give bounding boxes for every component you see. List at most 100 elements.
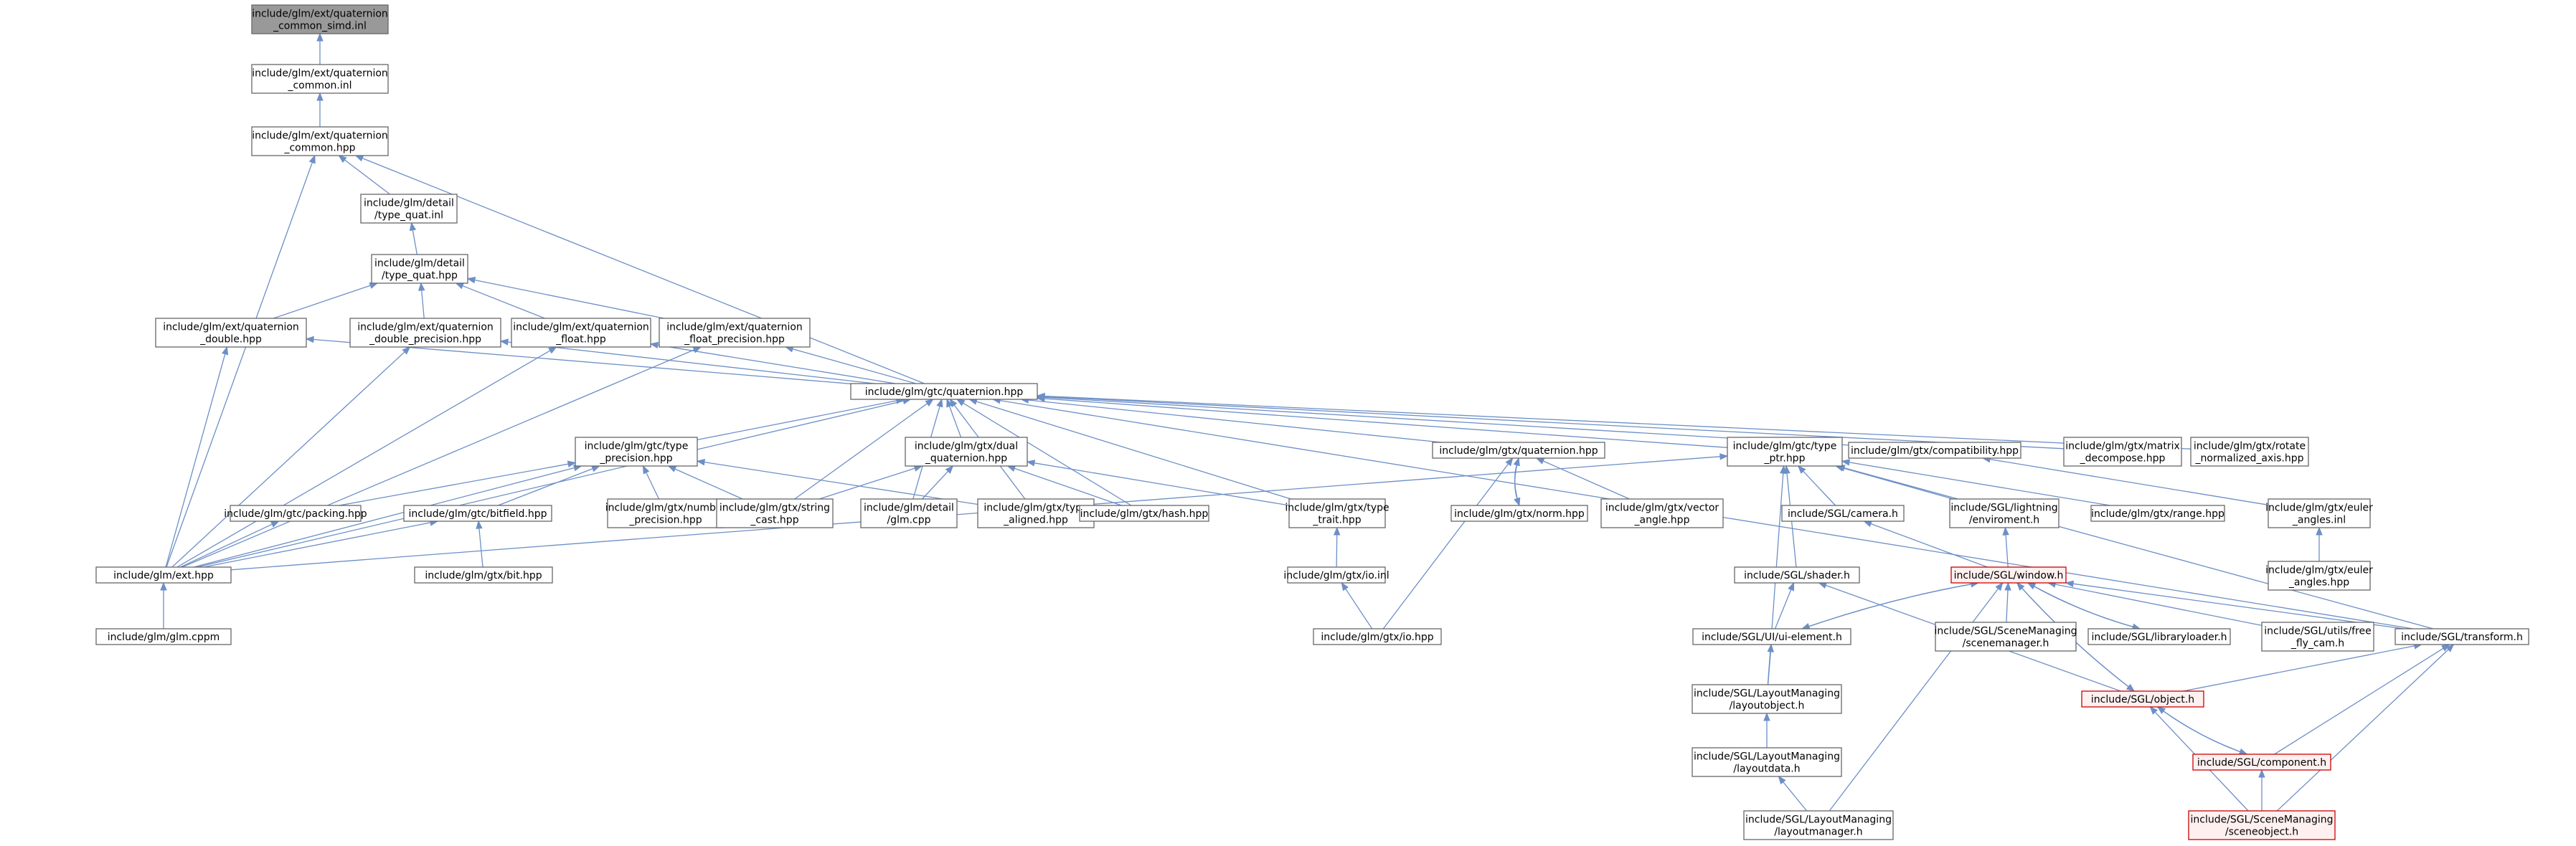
node-n45[interactable]: include/SGL/LayoutManaging/layoutobject.… [1692,684,1842,714]
node-n49[interactable]: include/SGL/LayoutManaging/layoutmanager… [1743,810,1894,840]
node-n29[interactable]: include/SGL/lightning/enviroment.h [1949,498,2060,528]
edge-n32-to-n18 [180,521,280,568]
edge-line [818,467,915,500]
node-label: include/SGL/component.h [2197,757,2326,769]
node-n17[interactable]: include/glm/gtx/rotate_normalized_axis.h… [2190,437,2309,467]
edge-n40-to-n36 [1801,581,1980,629]
node-n14[interactable]: include/glm/gtc/type_ptr.hpp [1727,437,1843,467]
node-n23[interactable]: include/glm/gtx/type_aligned.hpp [977,498,1095,528]
node-n12[interactable]: include/glm/gtx/dual_quaternion.hpp [905,437,1028,467]
node-n37[interactable]: include/glm/gtx/euler_angles.hpp [2265,561,2373,591]
node-box [607,498,725,528]
arrowhead-icon [936,398,943,408]
edge-n10-to-n7 [499,338,875,384]
arrowhead-icon [945,465,954,474]
node-n8[interactable]: include/glm/ext/quaternion_float.hpp [511,318,651,348]
node-n10[interactable]: include/glm/gtc/quaternion.hpp [850,383,1038,400]
edge-line [498,467,593,506]
arrowhead-icon [499,338,509,346]
edge-line [1774,589,1792,629]
node-n26[interactable]: include/glm/gtx/norm.hpp [1450,505,1588,522]
node-label: include/glm/gtx/bit.hpp [425,570,542,581]
edge-line [1767,651,1771,685]
node-label: include/SGL/shader.h [1744,570,1850,581]
edge-n34-to-n25 [1333,526,1341,568]
node-n48[interactable]: include/SGL/component.h [2192,754,2331,771]
node-n7[interactable]: include/glm/ext/quaternion_double_precis… [349,318,501,348]
edge-n22-to-n12 [922,465,954,500]
edge-line [1034,462,1290,506]
node-n13[interactable]: include/glm/gtx/quaternion.hpp [1432,442,1605,459]
edge-n4-to-n3 [338,155,390,195]
node-box [1743,810,1894,840]
node-n41[interactable]: include/SGL/SceneManaging/scenemanager.h [1934,622,2077,652]
node-n50[interactable]: include/SGL/SceneManaging/sceneobject.h [2188,810,2336,840]
edge-n13-to-n10 [1020,396,1442,443]
node-n30[interactable]: include/glm/gtx/range.hpp [2090,505,2225,522]
node-n24[interactable]: include/glm/gtx/hash.hpp [1079,505,1209,522]
node-n38[interactable]: include/glm/glm.cppm [95,628,232,645]
edge-line [963,402,1132,506]
edge-line [976,401,1291,500]
node-n31[interactable]: include/glm/gtx/euler_angles.inl [2265,498,2373,528]
node-n11[interactable]: include/glm/gtc/type_precision.hpp [575,437,698,467]
node-n43[interactable]: include/SGL/utils/free_fly_cam.h [2261,622,2374,652]
node-n16[interactable]: include/glm/gtx/matrix_decompose.hpp [2063,437,2182,467]
node-n28[interactable]: include/SGL/camera.h [1781,505,1905,522]
node-box [95,566,232,584]
arrowhead-icon [548,346,557,354]
node-n47[interactable]: include/SGL/LayoutManaging/layoutdata.h [1692,747,1842,777]
arrowhead-icon [1763,712,1770,721]
node-n46[interactable]: include/SGL/object.h [2081,690,2204,708]
edge-n33-to-n19 [476,520,483,568]
node-n44[interactable]: include/SGL/transform.h [2395,628,2529,645]
node-n34[interactable]: include/glm/gtx/io.inl [1283,566,1390,584]
node-n5[interactable]: include/glm/detail/type_quat.hpp [371,254,468,284]
node-box [1692,628,1851,645]
node-n6[interactable]: include/glm/ext/quaternion_double.hpp [155,318,307,348]
node-n22[interactable]: include/glm/detail/glm.cpp [860,498,958,528]
node-n9[interactable]: include/glm/ext/quaternion_float_precisi… [659,318,811,348]
node-label: /enviroment.h [1969,515,2039,526]
arrowhead-icon [1788,581,1794,591]
node-n15[interactable]: include/glm/gtx/compatibility.hpp [1848,442,2021,459]
arrowhead-icon [466,276,476,284]
edge-line [412,229,418,255]
node-box [1692,684,1842,714]
edge-line [1803,470,1836,506]
node-n21[interactable]: include/glm/gtx/string_cast.hpp [716,498,834,528]
node-n1[interactable]: include/glm/ext/quaternion_common_simd.i… [251,4,389,34]
node-label: include/glm/ext/quaternion [252,68,388,80]
arrowhead-icon [1535,457,1545,465]
node-label: include/glm/detail [374,258,465,270]
arrowhead-icon [1863,521,1873,528]
node-n3[interactable]: include/glm/ext/quaternion_common.hpp [251,126,389,156]
node-n18[interactable]: include/glm/gtc/packing.hpp [224,505,367,522]
arrowhead-icon [2004,581,2011,591]
edge-line [1989,458,2269,505]
arrowhead-icon [316,32,324,42]
node-n2[interactable]: include/glm/ext/quaternion_common.inl [251,64,389,94]
node-n32[interactable]: include/glm/ext.hpp [95,566,232,584]
node-n19[interactable]: include/glm/gtc/bitfield.hpp [403,505,552,522]
node-n25[interactable]: include/glm/gtx/type_trait.hpp [1285,498,1390,528]
node-n39[interactable]: include/glm/gtx/io.hpp [1313,628,1442,645]
node-label: /type_quat.inl [374,210,443,222]
arrowhead-icon [1341,581,1349,591]
arrowhead-icon [2258,769,2265,778]
node-n35[interactable]: include/SGL/shader.h [1734,566,1860,584]
node-n33[interactable]: include/glm/gtx/bit.hpp [414,566,553,584]
node-label: _precision.hpp [628,515,702,526]
node-n42[interactable]: include/SGL/libraryloader.h [2087,628,2231,645]
node-n20[interactable]: include/glm/gtx/number_precision.hpp [605,498,727,528]
node-n27[interactable]: include/glm/gtx/vector_angle.hpp [1600,498,1724,528]
node-n40[interactable]: include/SGL/UI/ui-element.h [1692,628,1851,645]
node-label: /type_quat.hpp [382,270,458,282]
node-box [1935,622,2077,652]
node-n36[interactable]: include/SGL/window.h [1950,566,2067,584]
edge-line [507,341,875,384]
edge-n5-to-n4 [409,222,418,255]
node-box [905,437,1028,467]
node-label: include/glm/ext/quaternion [163,322,299,333]
node-n4[interactable]: include/glm/detail/type_quat.inl [360,194,458,224]
